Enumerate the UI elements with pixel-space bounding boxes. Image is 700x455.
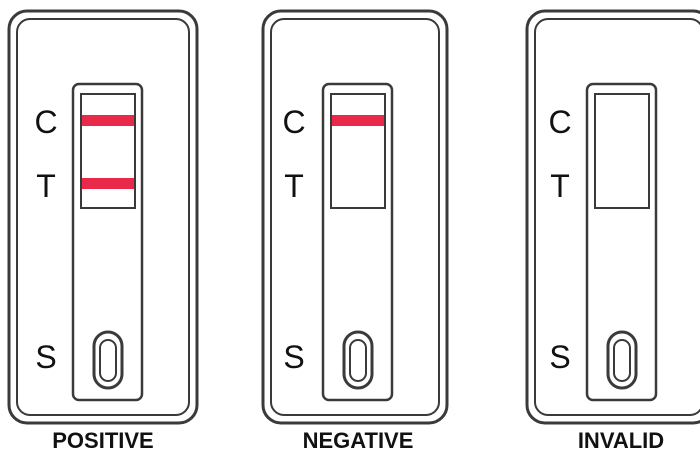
sample-label: S [549, 339, 571, 375]
control-line [332, 115, 384, 126]
cassette-inner-border [16, 18, 190, 416]
cassette-inner-border [270, 18, 440, 416]
cassette-invalid [525, 9, 700, 425]
cassette-outer-border [261, 9, 449, 425]
test-strip [585, 82, 658, 402]
cassette-negative [261, 9, 449, 425]
result-window [330, 93, 386, 209]
result-window [80, 93, 136, 209]
result-caption: INVALID [577, 428, 665, 453]
sample-well-outer [606, 330, 638, 390]
sample-well-outer [92, 330, 124, 390]
control-line [82, 115, 134, 126]
sample-label: S [283, 339, 305, 375]
test-label: T [550, 168, 570, 204]
result-caption: NEGATIVE [302, 428, 414, 453]
control-label: C [548, 104, 572, 140]
test-strip [71, 82, 144, 402]
test-strip [321, 82, 394, 402]
result-caption: POSITIVE [52, 428, 154, 453]
sample-well-inner [613, 339, 631, 382]
test-line [82, 178, 134, 189]
sample-well-outer [342, 330, 374, 390]
cassette-positive [7, 9, 199, 425]
control-label: C [34, 104, 58, 140]
cassette-outer-border [7, 9, 199, 425]
sample-label: S [35, 339, 57, 375]
sample-well-inner [349, 339, 367, 382]
test-label: T [36, 168, 56, 204]
result-window [594, 93, 650, 209]
sample-well-inner [99, 339, 117, 382]
cassette-inner-border [534, 18, 700, 416]
test-label: T [284, 168, 304, 204]
cassette-outer-border [525, 9, 700, 425]
control-label: C [282, 104, 306, 140]
